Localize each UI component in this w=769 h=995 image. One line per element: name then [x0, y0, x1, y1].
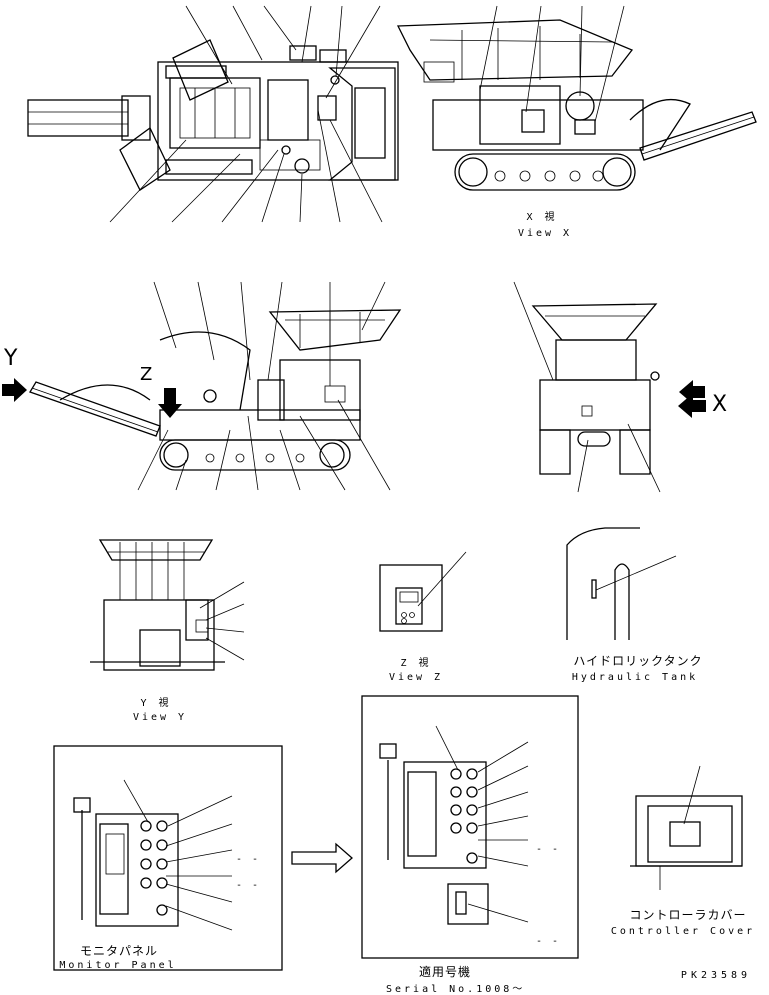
view-x-jp: X 視	[526, 212, 558, 223]
view-z-en: View Z	[388, 672, 444, 683]
dash-1: - -	[236, 854, 261, 865]
serial-en: Serial No.1008～	[386, 984, 526, 995]
arrow-right-icon	[291, 842, 353, 874]
part-code: PK23589	[680, 970, 752, 981]
view-x-en: View X	[517, 228, 573, 239]
view-y-en: View Y	[132, 712, 188, 723]
hydraulic-tank-drawing	[566, 527, 677, 640]
dash-3: - -	[536, 844, 561, 855]
controller-cover-en: Controller Cover	[610, 926, 756, 937]
view-x-drawing	[396, 5, 757, 191]
rear-view-drawing	[513, 281, 661, 493]
arrow-x-label: X	[712, 392, 728, 417]
arrow-y-label: Y	[4, 346, 18, 371]
plan-view-drawing	[27, 5, 399, 223]
hydraulic-tank-en: Hydraulic Tank	[571, 672, 699, 683]
monitor-panel-jp: モニタパネル	[79, 944, 158, 958]
view-z-drawing	[379, 551, 467, 632]
arrow-z-label: Z	[140, 364, 153, 385]
serial-panel-drawing	[361, 695, 579, 959]
serial-jp: 適用号機	[418, 965, 471, 979]
monitor-panel-drawing	[53, 745, 283, 971]
controller-cover-drawing	[630, 765, 743, 890]
controller-cover-jp: コントローラカバー	[629, 908, 747, 922]
view-y-drawing	[90, 539, 245, 671]
hydraulic-tank-jp: ハイドロリックタンク	[573, 654, 703, 668]
dash-2: - -	[236, 880, 261, 891]
monitor-panel-en: Monitor Panel	[59, 960, 177, 971]
view-y-jp: Y 視	[140, 698, 172, 709]
side-view-drawing	[2, 281, 706, 491]
view-z-jp: Z 視	[400, 658, 432, 669]
dash-4: - -	[536, 936, 561, 947]
